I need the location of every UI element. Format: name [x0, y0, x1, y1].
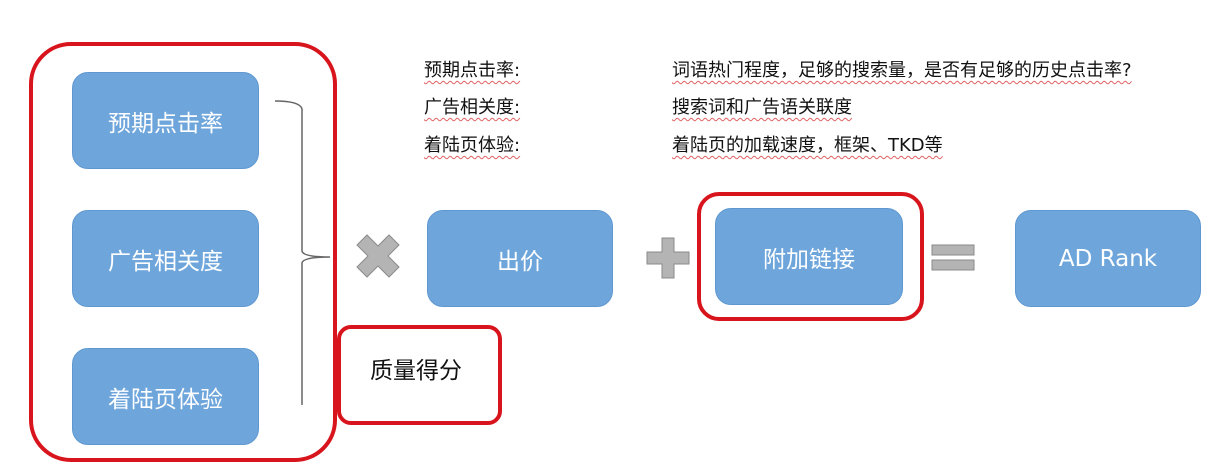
- bid-box: 出价: [427, 210, 613, 307]
- note-desc-landing: 着陆页的加载速度，框架、TKD等: [672, 135, 943, 156]
- note-desc-relevance: 搜索词和广告语关联度: [672, 97, 852, 118]
- factor-box-ctr: 预期点击率: [72, 72, 259, 169]
- factor-label: 着陆页体验: [108, 386, 223, 413]
- factor-box-landing: 着陆页体验: [72, 348, 259, 445]
- equals-icon: [931, 244, 975, 271]
- ad-extensions-label: 附加链接: [763, 246, 855, 273]
- ad-rank-label: AD Rank: [1058, 245, 1158, 272]
- quality-score-label: 质量得分: [370, 358, 462, 384]
- note-term-landing: 着陆页体验:: [424, 135, 521, 156]
- ad-extensions-highlight: [697, 192, 924, 321]
- bid-label: 出价: [497, 248, 543, 275]
- ad-extensions-box: 附加链接: [715, 208, 903, 305]
- factor-label: 预期点击率: [108, 110, 223, 137]
- multiply-icon: [356, 234, 400, 278]
- factor-label: 广告相关度: [108, 248, 223, 275]
- note-term-relevance: 广告相关度:: [424, 97, 521, 118]
- brace-connector: [274, 100, 331, 405]
- plus-icon: [646, 237, 690, 279]
- note-term-ctr: 预期点击率:: [424, 60, 521, 81]
- note-desc-ctr: 词语热门程度，足够的搜索量，是否有足够的历史点击率?: [672, 60, 1132, 81]
- factor-box-relevance: 广告相关度: [72, 210, 259, 307]
- ad-rank-box: AD Rank: [1015, 210, 1201, 307]
